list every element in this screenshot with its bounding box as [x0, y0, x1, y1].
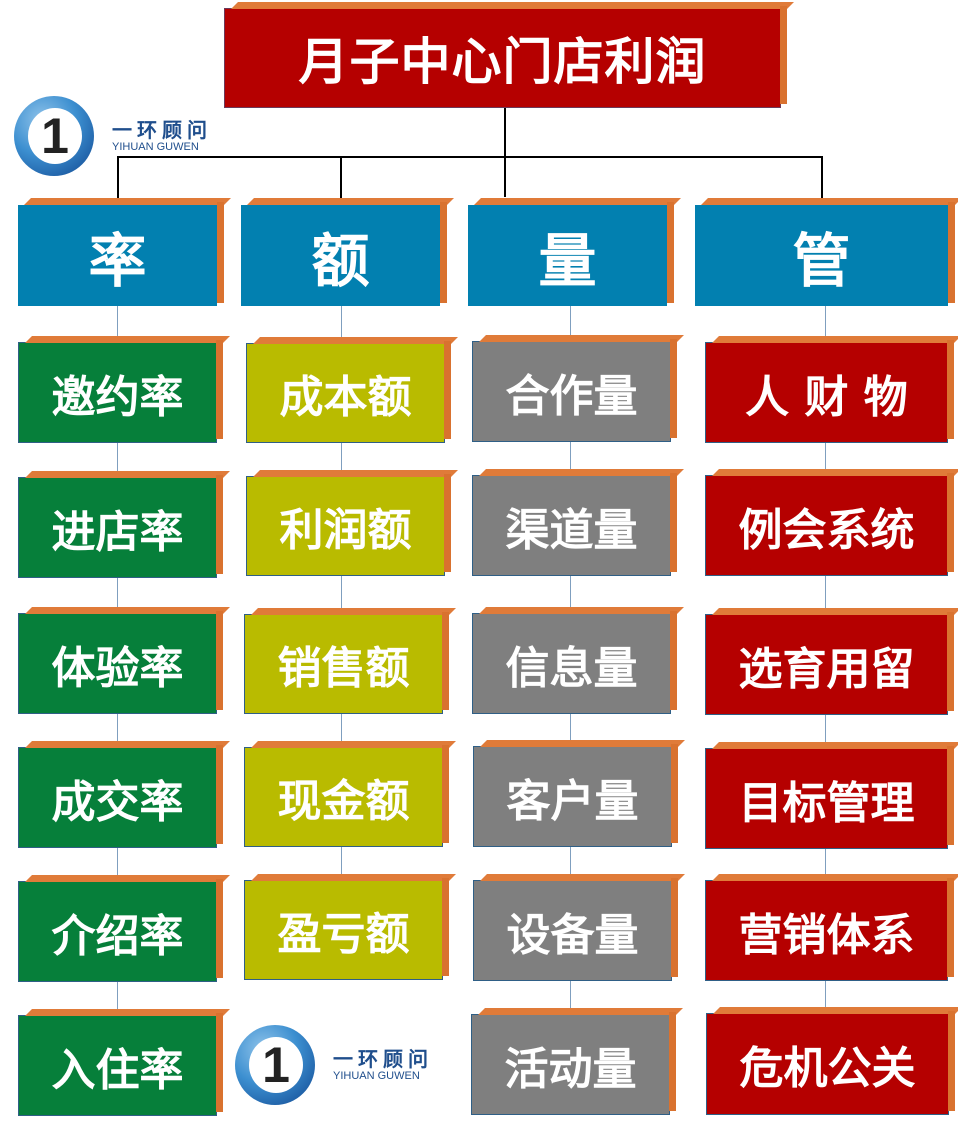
logo-number: 1: [41, 108, 69, 164]
logo-name-en: YIHUAN GUWEN: [112, 141, 199, 153]
node-management-6: 危机公关: [706, 1011, 955, 1115]
node-management-5: 营销体系: [705, 878, 954, 981]
logo-ring-icon: 1: [14, 96, 94, 176]
node-volume-1: 合作量: [472, 339, 677, 442]
node-label: 活动量: [504, 1043, 637, 1095]
node-label: 现金额: [277, 776, 410, 827]
connector-col1: [117, 156, 119, 199]
node-label: 体验率: [51, 642, 184, 694]
node-volume-2: 渠道量: [472, 473, 677, 576]
node-label: 设备量: [506, 909, 639, 961]
node-management-4: 目标管理: [705, 746, 954, 849]
node-volume-4: 客户量: [473, 744, 678, 847]
connector-col3: [504, 156, 506, 197]
spine-col2: [341, 306, 342, 880]
header-node-amount: 额: [241, 202, 447, 306]
node-label: 渠道量: [505, 504, 638, 556]
logo-name-cn: 一环顾问: [112, 118, 212, 142]
company-logo-top: 1 一环顾问 YIHUAN GUWEN: [14, 96, 212, 176]
connector-horizontal: [117, 156, 823, 158]
connector-col2: [340, 156, 342, 199]
root-node-title: 月子中心门店利润: [224, 6, 787, 108]
node-management-3: 选育用留: [705, 612, 954, 715]
node-rate-6: 入住率: [18, 1013, 223, 1116]
node-amount-5: 盈亏额: [244, 878, 449, 980]
node-amount-2: 利润额: [246, 474, 451, 576]
node-volume-3: 信息量: [472, 611, 677, 714]
root-node-label: 月子中心门店利润: [298, 33, 707, 91]
connector-root-down: [504, 108, 506, 158]
node-management-2: 例会系统: [705, 473, 954, 576]
node-label: 客户量: [506, 775, 639, 827]
node-amount-1: 成本额: [246, 341, 451, 443]
header-label: 率: [88, 226, 147, 295]
header-label: 管: [792, 226, 851, 295]
node-label: 人 财 物: [745, 371, 908, 423]
node-label: 邀约率: [51, 371, 184, 423]
node-label: 目标管理: [738, 777, 915, 829]
node-rate-4: 成交率: [18, 745, 223, 848]
node-label: 危机公关: [739, 1043, 916, 1094]
node-label: 介绍率: [51, 910, 184, 962]
node-rate-5: 介绍率: [18, 879, 223, 982]
node-label: 例会系统: [738, 504, 915, 556]
header-node-management: 管: [695, 202, 955, 306]
node-rate-1: 邀约率: [18, 340, 223, 443]
node-rate-3: 体验率: [18, 611, 223, 714]
node-amount-4: 现金额: [244, 745, 449, 847]
logo-name-en: YIHUAN GUWEN: [333, 1070, 420, 1082]
node-volume-5: 设备量: [473, 878, 678, 981]
node-label: 成交率: [51, 776, 184, 828]
node-amount-3: 销售额: [244, 612, 449, 714]
node-label: 入住率: [51, 1044, 184, 1096]
node-label: 盈亏额: [277, 909, 410, 960]
logo-name-cn: 一环顾问: [333, 1047, 433, 1071]
header-node-volume: 量: [468, 202, 674, 306]
connector-col4: [821, 156, 823, 199]
company-logo-bottom: 1 一环顾问 YIHUAN GUWEN: [235, 1025, 433, 1105]
node-label: 销售额: [277, 643, 410, 694]
logo-number: 1: [262, 1037, 290, 1093]
header-label: 额: [311, 226, 370, 295]
node-label: 进店率: [51, 506, 184, 558]
node-volume-6: 活动量: [471, 1012, 676, 1115]
node-label: 信息量: [505, 642, 638, 694]
header-label: 量: [538, 226, 597, 295]
node-rate-2: 进店率: [18, 475, 223, 578]
logo-ring-icon: 1: [235, 1025, 315, 1105]
node-label: 成本额: [279, 372, 412, 423]
node-management-1: 人 财 物: [705, 340, 954, 443]
node-label: 营销体系: [738, 909, 915, 961]
node-label: 利润额: [279, 505, 412, 556]
header-node-rate: 率: [18, 202, 224, 306]
node-label: 合作量: [505, 370, 638, 422]
node-label: 选育用留: [738, 643, 915, 695]
